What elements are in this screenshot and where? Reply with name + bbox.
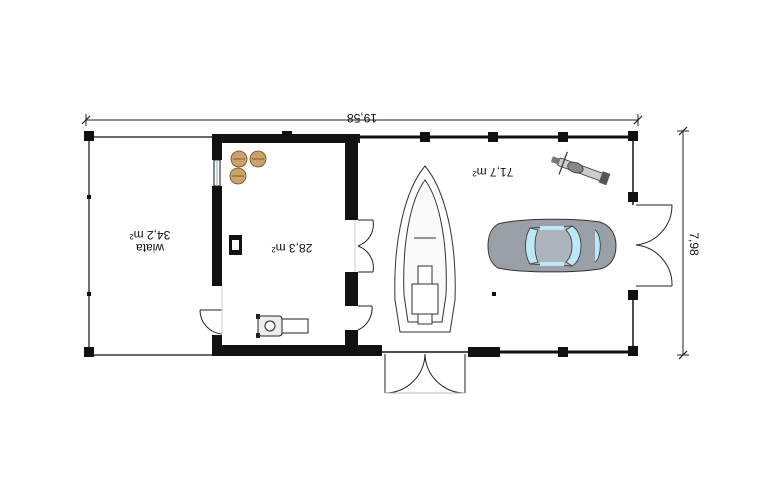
workshop-area-label: 28,3 m² [272, 241, 313, 255]
depth-dimension-label: 7,98 [687, 232, 701, 256]
garage-label-group: 71,7 m² [473, 165, 514, 179]
carport-door [199, 286, 223, 335]
workshop-door-lower [357, 305, 373, 331]
carport-area-label: 34,2 m² [130, 228, 171, 242]
workshop-walls [212, 131, 382, 356]
garage-front-door [384, 353, 466, 394]
firewood-icon [229, 150, 267, 185]
depth-dimension [677, 126, 689, 360]
width-dimension-label: 19,58 [347, 111, 377, 125]
carport-name-label: wiata [136, 241, 165, 255]
stove-icon [229, 235, 242, 255]
workshop-label-group: 28,3 m² [272, 241, 313, 255]
carport-outline [84, 131, 216, 357]
carport-label-group: wiata 34,2 m² [130, 228, 171, 255]
width-dimension [81, 114, 643, 126]
lawn-mower-icon [256, 314, 309, 338]
garage-posts [420, 131, 638, 357]
garage-side-door [635, 204, 673, 287]
boat-icon [394, 165, 456, 333]
workshop-window [213, 159, 221, 187]
garage-area-label: 71,7 m² [473, 165, 514, 179]
car-icon [487, 218, 617, 273]
motorcycle-icon [550, 151, 611, 186]
workshop-door-upper [354, 219, 374, 273]
